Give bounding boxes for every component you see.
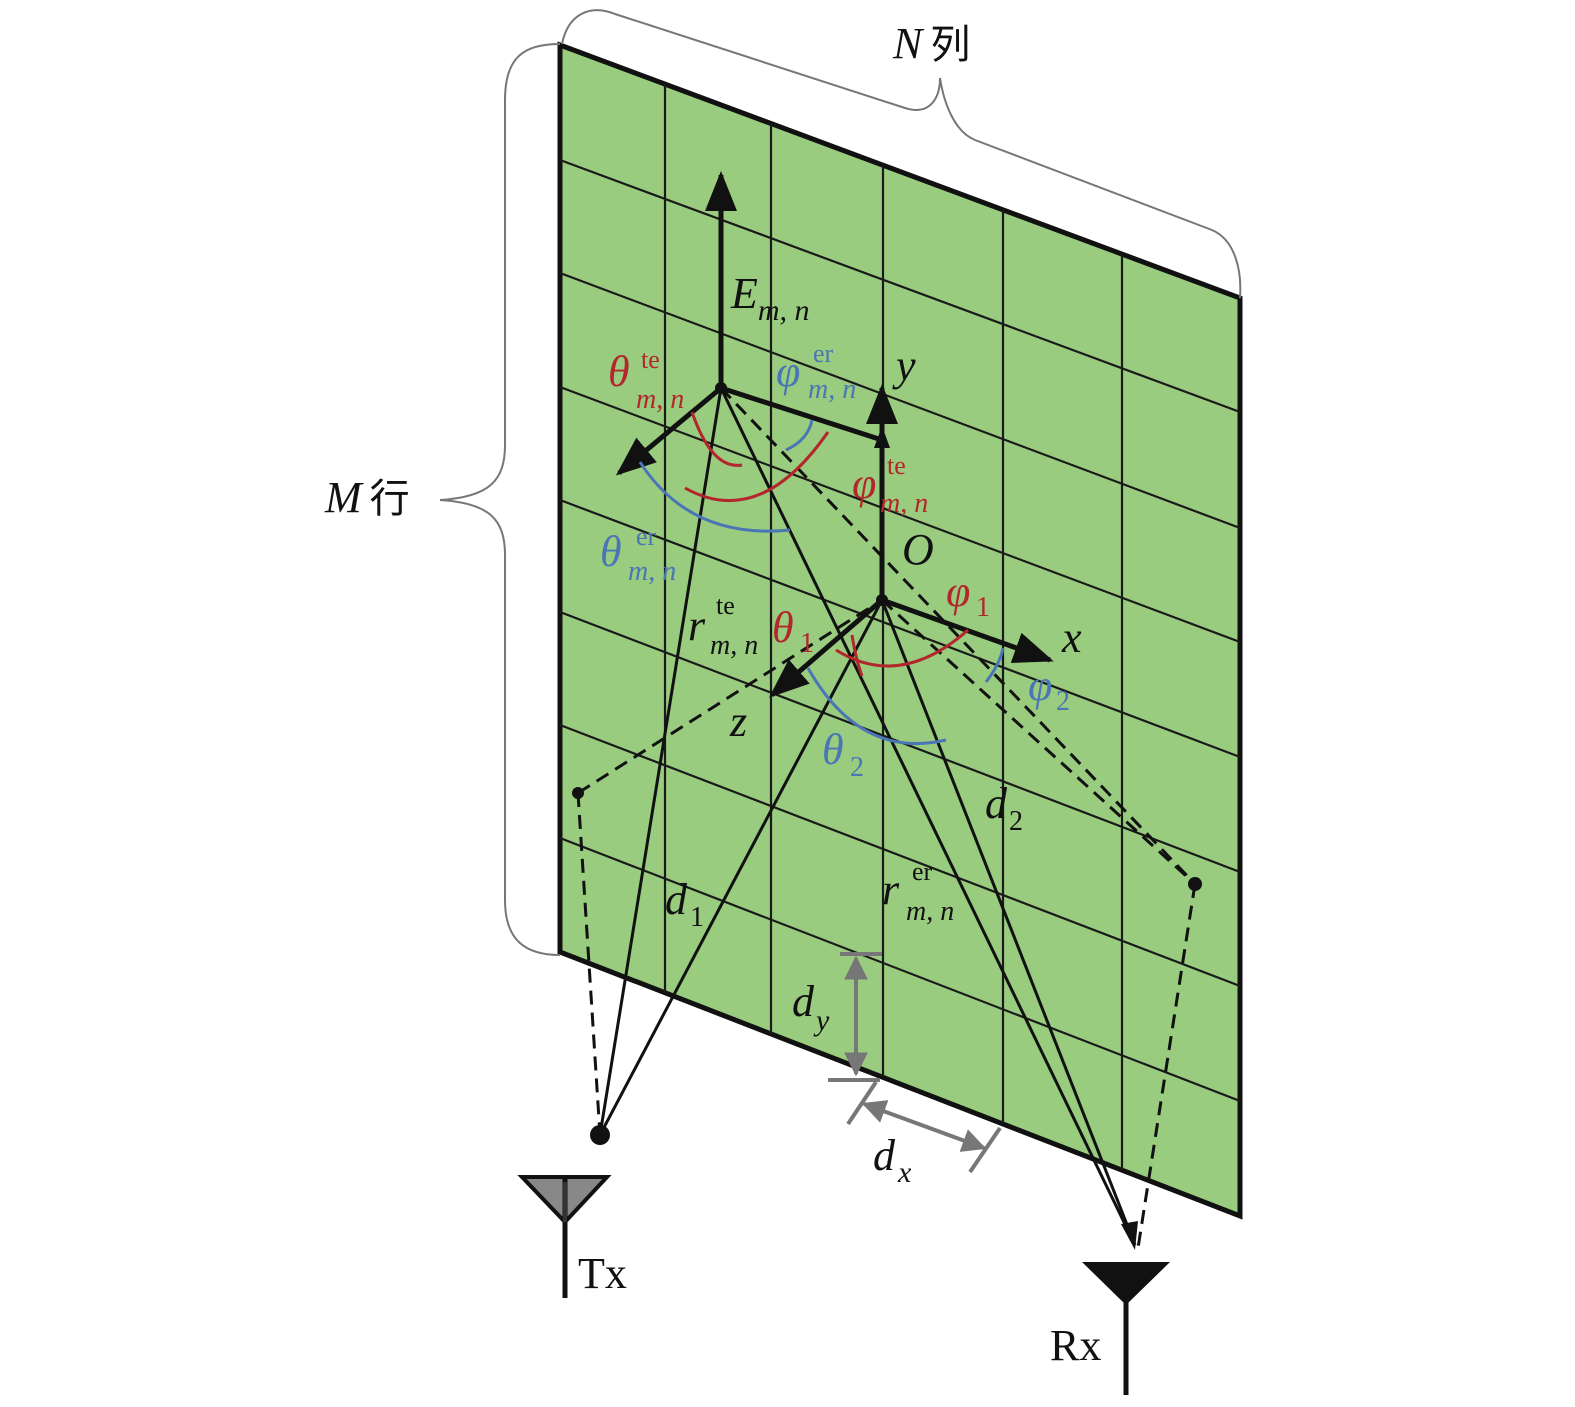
theta-te-label: θ te m, n xyxy=(608,345,684,415)
rx-arrowheads xyxy=(1121,1221,1138,1250)
rx-antenna-icon xyxy=(1082,1262,1170,1395)
axis-y-label: y xyxy=(892,341,916,390)
axis-x-label: x xyxy=(1061,613,1082,662)
d1-label: d 1 xyxy=(665,875,704,933)
angle-arcs xyxy=(638,411,1005,745)
y-axis-mid-arrowhead xyxy=(874,426,890,448)
theta2-label: θ 2 xyxy=(822,725,864,783)
phi-te-label: φ te m, n xyxy=(852,451,928,519)
tx-source-dot xyxy=(590,1125,610,1145)
tx-projection-dot xyxy=(572,787,584,799)
theta-er-arc xyxy=(638,461,791,533)
n-columns-brace xyxy=(561,9,1242,299)
dx-label: d x xyxy=(873,1131,912,1189)
tx-antenna-icon xyxy=(517,1175,612,1298)
r-te-label: r te m, n xyxy=(688,591,758,661)
d2-label: d 2 xyxy=(985,779,1023,837)
theta-er-label: θ er m, n xyxy=(600,522,676,587)
phi2-arc xyxy=(984,647,1005,683)
theta1-label: θ 1 xyxy=(772,603,814,659)
axis-z-label: z xyxy=(729,697,747,746)
element-local-axes xyxy=(615,171,883,476)
phi1-label: φ 1 xyxy=(946,567,990,623)
tx-label: Tx xyxy=(578,1249,627,1298)
m-rows-brace xyxy=(439,43,561,956)
field-label: Em, n xyxy=(730,269,810,327)
theta2-arc xyxy=(806,667,947,745)
phi-er-arc xyxy=(785,419,814,452)
phi1-arc xyxy=(835,628,969,668)
rx-projection-dot xyxy=(1188,877,1202,891)
theta-te-arc xyxy=(690,411,743,467)
r-er-label: r er m, n xyxy=(882,857,954,927)
rx-label: Rx xyxy=(1050,1321,1101,1370)
projection-paths xyxy=(576,386,1197,1249)
theta1-arc xyxy=(850,634,864,677)
dy-label: d y xyxy=(792,977,830,1037)
dx-dimension xyxy=(846,1080,1002,1174)
dy-dimension xyxy=(828,952,882,1082)
theta-te-arc-2 xyxy=(684,431,830,503)
panel-surface xyxy=(557,41,1243,1220)
phi2-label: φ 2 xyxy=(1028,661,1070,717)
phi-er-label: φ er m, n xyxy=(776,339,856,405)
origin-label: O xyxy=(902,525,934,574)
ris-panel xyxy=(557,41,1243,1220)
grid-rows xyxy=(559,158,1241,1103)
